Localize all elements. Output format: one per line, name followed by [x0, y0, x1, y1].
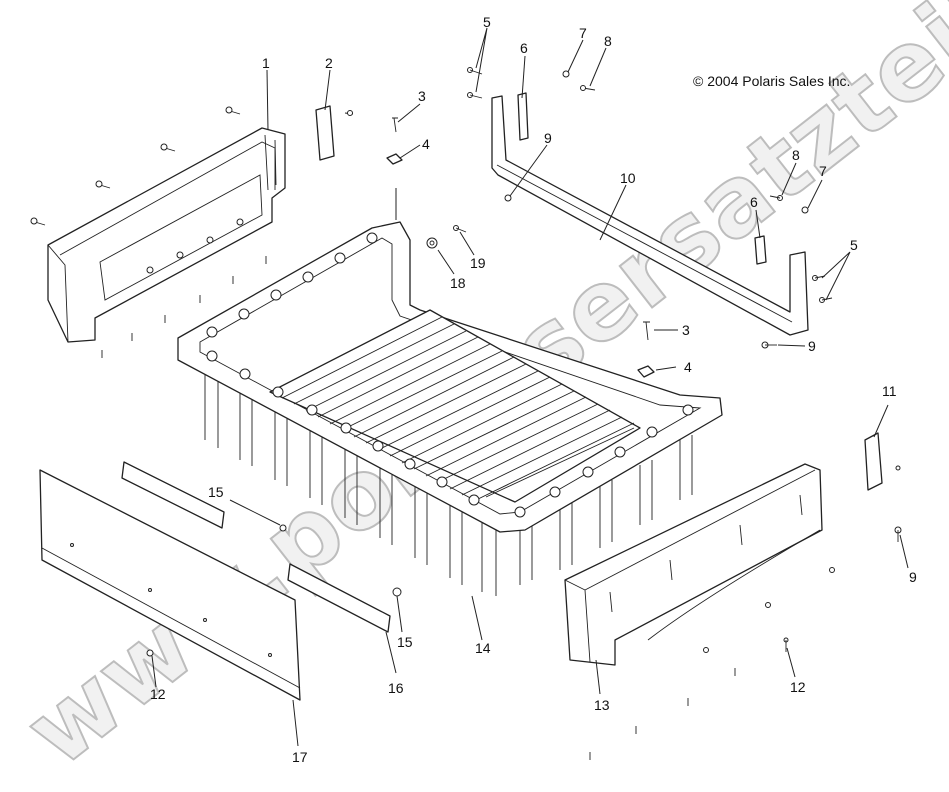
callout-2: 2 [325, 55, 333, 71]
part-13-bolts [589, 526, 902, 760]
callout-14: 14 [475, 640, 491, 656]
callout-9: 9 [544, 130, 552, 146]
callout-labels: 1 2 3 4 5 6 7 8 9 10 8 7 6 5 3 9 4 18 19… [150, 14, 917, 765]
callout-3: 3 [418, 88, 426, 104]
callout-1: 1 [262, 55, 270, 71]
callout-4b: 4 [684, 359, 692, 375]
callout-15: 15 [208, 484, 224, 500]
callout-12: 12 [150, 686, 166, 702]
callout-9c: 9 [909, 569, 917, 585]
callout-7b: 7 [819, 163, 827, 179]
callout-15b: 15 [397, 634, 413, 650]
part-10-rear-rail[interactable] [491, 95, 809, 336]
callout-16: 16 [388, 680, 404, 696]
callout-12b: 12 [790, 679, 806, 695]
callout-6: 6 [520, 40, 528, 56]
part-2-rubber-pad[interactable] [315, 105, 335, 161]
rail-hardware [426, 67, 833, 378]
callout-11: 11 [882, 383, 897, 399]
part-14-cargo-box[interactable] [177, 221, 723, 596]
callout-3b: 3 [682, 322, 690, 338]
callout-19: 19 [470, 255, 486, 271]
part-16-strips[interactable] [121, 461, 391, 633]
callout-9b: 9 [808, 338, 816, 354]
part-1-left-side-panel[interactable] [47, 127, 286, 343]
callout-17: 17 [292, 749, 308, 765]
callout-4: 4 [422, 136, 430, 152]
part-11-rubber-pad[interactable] [864, 432, 901, 491]
callout-8b: 8 [792, 147, 800, 163]
callout-7: 7 [579, 25, 587, 41]
callout-10: 10 [620, 170, 636, 186]
part-1-bolts [30, 106, 354, 358]
callout-13: 13 [594, 697, 610, 713]
part-3-4-pin-nut-upper [386, 117, 403, 165]
rim-holes [206, 232, 694, 518]
callout-8: 8 [604, 33, 612, 49]
copyright-notice: © 2004 Polaris Sales Inc. [693, 73, 850, 89]
part-17-tailgate-panel[interactable] [39, 469, 301, 701]
part-13-right-side-panel[interactable] [564, 463, 823, 666]
leader-lines [151, 27, 909, 747]
callout-5: 5 [483, 14, 491, 30]
callout-5b: 5 [850, 237, 858, 253]
part-6-brackets[interactable] [517, 92, 767, 265]
callout-18: 18 [450, 275, 466, 291]
callout-6b: 6 [750, 194, 758, 210]
floor-ribs [281, 316, 635, 502]
part-15-12-hardware [146, 524, 402, 657]
